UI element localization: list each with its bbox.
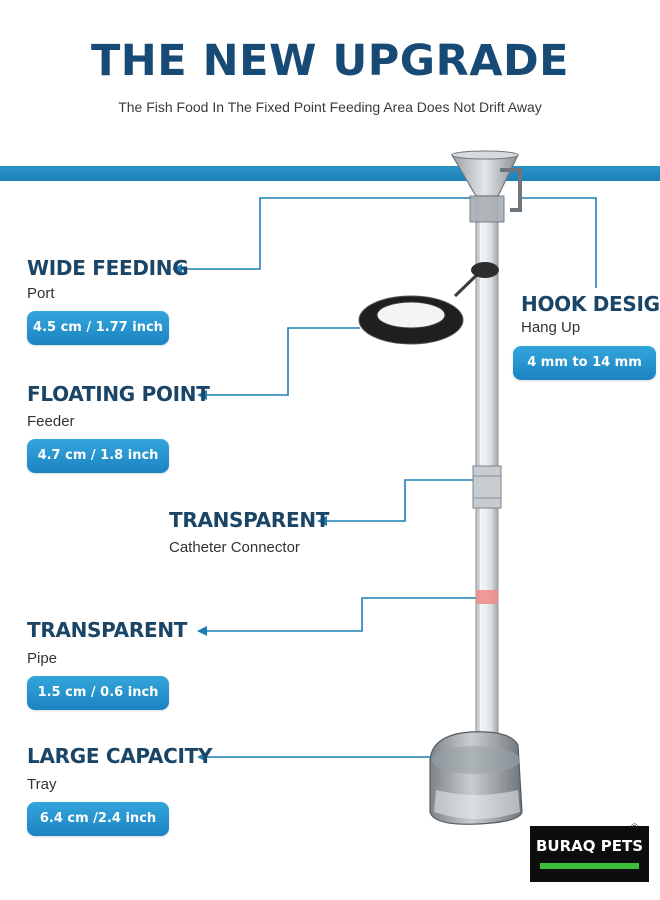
feature-title-pipe: TRANSPARENT	[27, 618, 188, 642]
page-subtitle: The Fish Food In The Fixed Point Feeding…	[118, 99, 542, 115]
spec-badge-tray: 6.4 cm /2.4 inch	[27, 802, 169, 836]
ring-clamp	[471, 262, 499, 278]
feature-subtitle-wide-feeding: Port	[27, 285, 55, 302]
callout-wide-feeding	[180, 197, 478, 270]
page-title: THE NEW UPGRADE	[90, 36, 570, 86]
feature-title-hook-design: HOOK DESIGN	[521, 292, 660, 316]
catheter-connector	[472, 465, 502, 509]
spec-badge-wide-feeding: 4.5 cm / 1.77 inch	[27, 311, 169, 345]
feature-subtitle-pipe: Pipe	[27, 650, 58, 667]
registered-mark: ®	[630, 823, 639, 833]
feature-subtitle-floating-point: Feeder	[27, 413, 75, 430]
brand-bar	[540, 863, 639, 869]
spec-badge-floating-point: 4.7 cm / 1.8 inch	[27, 439, 169, 473]
feature-subtitle-hook-design: Hang Up	[521, 319, 581, 336]
callout-lines	[180, 197, 597, 758]
feature-subtitle-tray: Tray	[27, 776, 57, 793]
callout-catheter	[325, 479, 478, 522]
feature-title-tray: LARGE CAPACITY	[27, 744, 213, 768]
feature-title-catheter-connector: TRANSPARENT	[169, 508, 330, 532]
feature-subtitle-catheter-connector: Catheter Connector	[169, 539, 300, 556]
feature-title-floating-point: FLOATING POINT	[27, 382, 210, 406]
spec-badge-pipe: 1.5 cm / 0.6 inch	[27, 676, 169, 710]
brand-name: BURAQ PETS	[535, 837, 644, 855]
pipe-marker	[476, 590, 498, 604]
brand-logo: BURAQ PETS	[530, 826, 649, 882]
callout-floating-point	[205, 327, 360, 396]
callout-hook-design	[520, 197, 597, 288]
wide-feeding-port	[450, 154, 519, 197]
feature-title-wide-feeding: WIDE FEEDING	[27, 256, 189, 280]
hook	[500, 168, 522, 212]
spec-badge-hook-design: 4 mm to 14 mm	[513, 346, 656, 380]
callout-pipe	[205, 597, 478, 632]
callout-arrows	[172, 264, 327, 762]
